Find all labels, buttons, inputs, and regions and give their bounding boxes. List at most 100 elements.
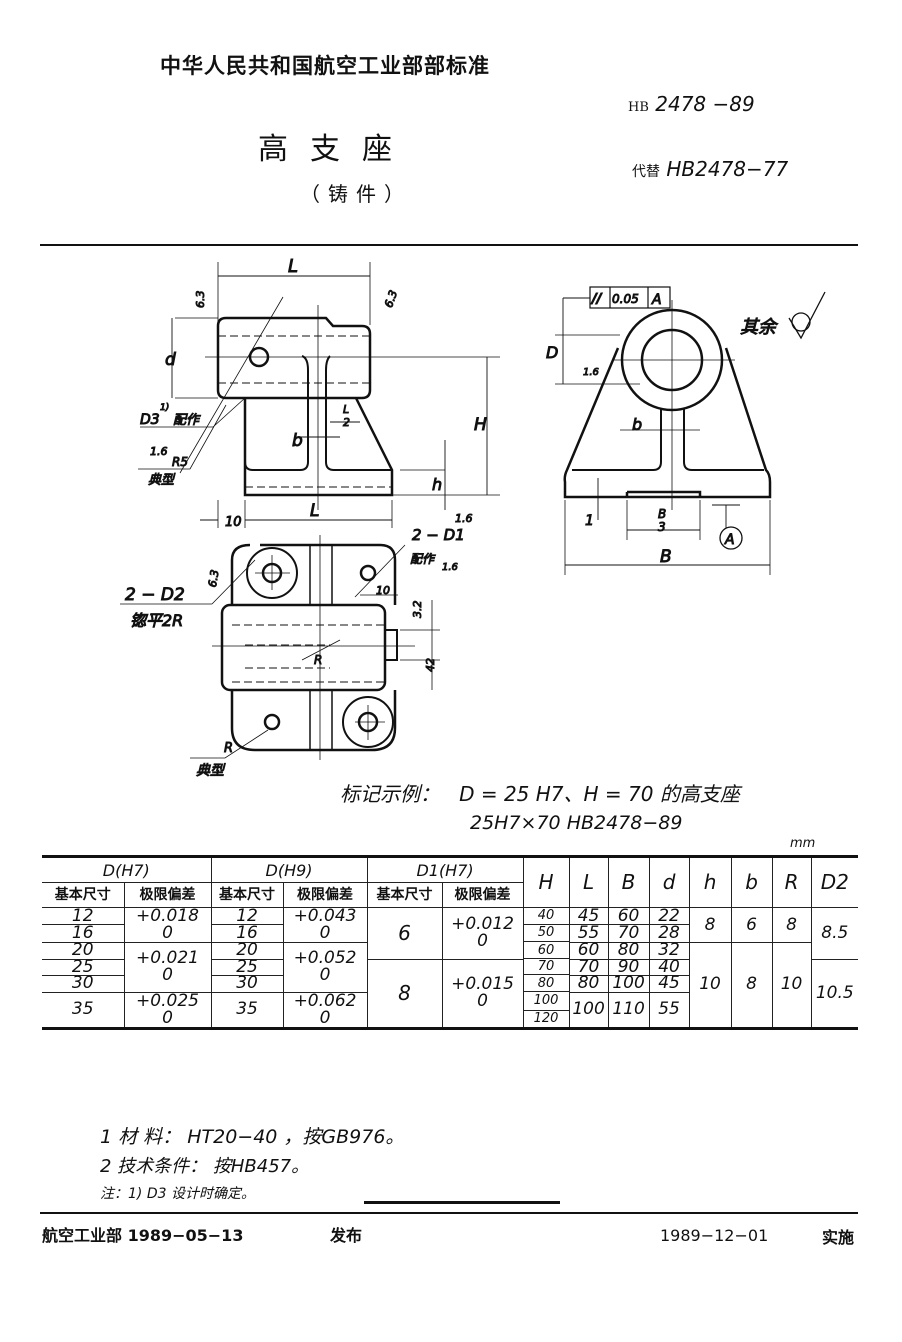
fillet-R5: R5: [172, 455, 188, 469]
top-view: [120, 535, 440, 760]
cell-d: 28: [648, 924, 690, 943]
dimension-table: D(H7) D(H9) D1(H7) H L B d h b R D2 基本尺寸…: [42, 855, 859, 1030]
effective-label: 实施: [822, 1228, 855, 1247]
header-H: H: [522, 856, 570, 908]
D1-label: 2 − D1: [412, 526, 465, 544]
unit-label: mm: [790, 836, 816, 851]
tolerance-value: 0.05: [612, 292, 639, 306]
dim-B3-num: B: [658, 507, 666, 521]
example-label: 标记示例：: [340, 782, 440, 806]
cell-B: 110: [607, 991, 650, 1029]
D3-label: D3: [140, 412, 160, 428]
footer-rule: [40, 1212, 858, 1214]
front-view: [555, 286, 826, 575]
page-subtitle: （铸件）: [300, 182, 412, 206]
dim-D: D: [546, 343, 558, 362]
header-basic: 基本尺寸: [366, 882, 443, 908]
cell-D-H7-basic: 12: [42, 906, 125, 926]
page-title: 高支座: [258, 132, 414, 167]
header-D2: D2: [810, 856, 859, 908]
dim-b: b: [292, 431, 303, 451]
rest-roughness-label: 其余: [740, 317, 778, 338]
footnote: 注：1) D3 设计时确定。: [100, 1186, 255, 1202]
cell-D1-basic: 6: [366, 907, 443, 960]
roughness-6.3-left: 6.3: [194, 291, 207, 309]
roughness-1.6-base: 1.6: [455, 512, 473, 525]
dim-42: 42: [424, 658, 437, 672]
header-deviation: 极限偏差: [123, 882, 212, 908]
replaces-code: 代替 HB2478−77: [632, 157, 788, 181]
effective-date: 1989−12−01: [660, 1226, 769, 1245]
cell-H: 40: [522, 907, 570, 925]
roughness-6.3-right: 6.3: [382, 289, 400, 310]
header-L: L: [568, 856, 609, 908]
fillet-R-inner: R: [314, 653, 322, 667]
dim-L-top: L: [288, 256, 298, 277]
dim-B3-den: 3: [658, 520, 666, 534]
header-D1-H7: D1(H7): [366, 856, 524, 883]
dim-L-half-den: 2: [343, 416, 350, 429]
code-number: 2478 −89: [655, 92, 755, 116]
cell-h: 8: [688, 907, 732, 943]
cell-L: 60: [568, 942, 609, 960]
typical-label: 典型: [148, 473, 176, 488]
cell-d: 55: [648, 991, 690, 1029]
cell-D-H9-basic: 12: [210, 906, 284, 926]
example-text: D = 25 H7、H = 70 的高支座: [459, 782, 740, 806]
cell-h: 10: [688, 942, 732, 1029]
datum-A: A: [724, 532, 735, 548]
header-R: R: [771, 856, 812, 908]
header-basic: 基本尺寸: [42, 882, 125, 908]
cell-D-H7-basic: 25: [42, 959, 125, 976]
side-view: [138, 262, 500, 528]
replaces-prefix: 代替: [632, 164, 660, 180]
dim-b-front: b: [632, 415, 642, 434]
header-deviation: 极限偏差: [282, 882, 368, 908]
note-material: 1 材 料： HT20−40 ，按GB976。: [100, 1126, 405, 1148]
cell-H: 70: [523, 957, 570, 976]
header-B: B: [607, 856, 650, 908]
cell-D1-basic: 8: [366, 958, 443, 1029]
cell-B: 60: [607, 906, 650, 926]
standard-code: HB 2478 −89: [628, 92, 755, 116]
cell-D-H7-basic: 35: [42, 991, 125, 1029]
dim-B: B: [660, 547, 672, 567]
header-basic: 基本尺寸: [210, 882, 284, 908]
dim-10-top: 10: [376, 584, 390, 597]
D1-roughness: 1.6: [442, 562, 458, 573]
note-technical-conditions: 2 技术条件： 按HB457。: [100, 1156, 310, 1177]
parallelism-symbol: //: [590, 292, 603, 307]
cell-R: 10: [771, 942, 812, 1029]
dim-h: h: [432, 475, 442, 494]
header-D-H9: D(H9): [210, 856, 368, 883]
D1-fit: 配作: [410, 552, 436, 566]
marking-example: 标记示例： D = 25 H7、H = 70 的高支座: [340, 778, 740, 807]
cell-D-H7-basic: 16: [42, 924, 125, 943]
roughness-1.6-bore: 1.6: [583, 367, 599, 378]
D3-fit: 配作: [173, 413, 201, 428]
example-designation: 25H7×70 HB2478−89: [470, 812, 683, 834]
cell-b: 8: [730, 942, 773, 1029]
cell-L: 100: [568, 991, 609, 1029]
cell-L: 80: [568, 975, 609, 993]
cell-b: 6: [730, 907, 773, 943]
tolerance-datum: A: [651, 292, 662, 308]
cell-D-H9-basic: 16: [210, 924, 284, 943]
cell-D2: 10.5: [810, 958, 859, 1029]
cell-H: 100: [523, 990, 570, 1012]
replaces-number: HB2478−77: [666, 157, 789, 181]
roughness-6.3-top: 6.3: [206, 569, 222, 588]
header-h: h: [688, 856, 732, 908]
cell-D-H7-basic: 30: [42, 975, 125, 993]
cell-H: 80: [523, 974, 570, 992]
header-D-H7: D(H7): [42, 856, 212, 883]
D2-spotface: 锪平2R: [130, 611, 183, 630]
dim-L-bottom: L: [310, 501, 319, 521]
